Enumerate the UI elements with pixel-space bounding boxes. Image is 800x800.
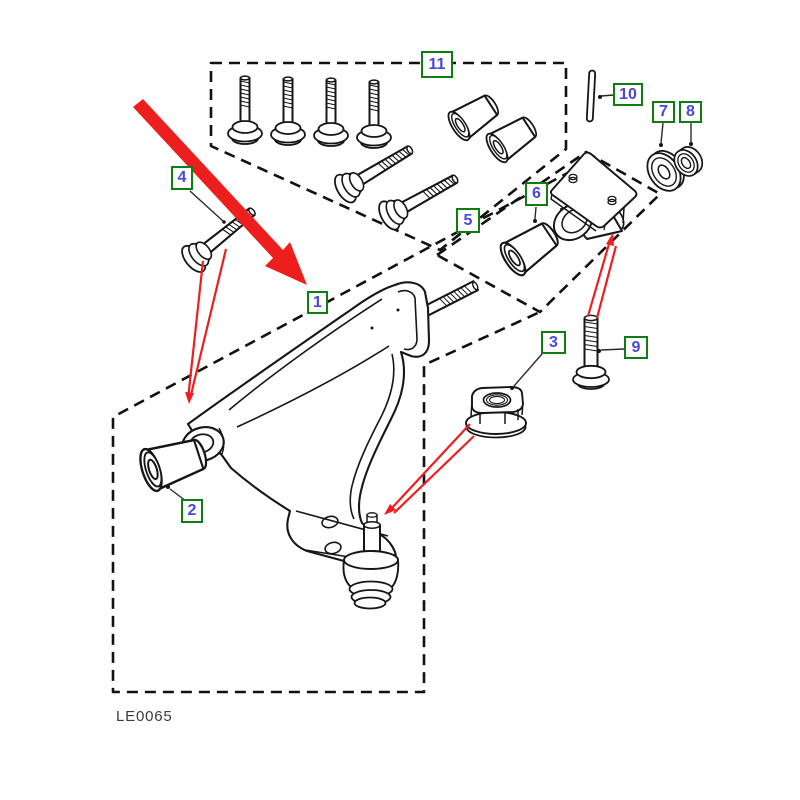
kit-bolt-2 bbox=[270, 76, 306, 146]
callout-4: 4 bbox=[171, 166, 193, 190]
arrowhead-item3 bbox=[384, 504, 396, 515]
callout-3: 3 bbox=[541, 331, 566, 354]
red-highlights bbox=[133, 99, 618, 515]
arrowhead-item9 bbox=[606, 233, 614, 246]
callout-7: 7 bbox=[652, 101, 675, 123]
bolt-item-4 bbox=[176, 197, 265, 277]
callout-8: 8 bbox=[679, 101, 702, 123]
control-arm-item-1 bbox=[181, 280, 479, 610]
dashed-kit-outlines bbox=[111, 61, 662, 694]
hardware-kit-box-11 bbox=[209, 61, 568, 252]
parts-line-art bbox=[134, 69, 709, 610]
drawing-code: LE0065 bbox=[116, 708, 173, 725]
kit-bolt-4 bbox=[356, 79, 392, 149]
bush-bracket-kit-box-5 bbox=[435, 150, 662, 314]
callout-6: 6 bbox=[525, 182, 548, 206]
callout-9: 9 bbox=[624, 336, 648, 359]
arrowhead-item4 bbox=[185, 392, 194, 404]
callout-11: 11 bbox=[421, 51, 453, 78]
big-direction-arrow bbox=[133, 99, 307, 285]
callout-10: 10 bbox=[613, 83, 643, 106]
callout-2: 2 bbox=[181, 499, 203, 523]
mounting-bracket bbox=[549, 151, 638, 242]
kit-bolt-1 bbox=[227, 75, 263, 145]
callout-5: 5 bbox=[456, 208, 480, 233]
kit-bolt-3 bbox=[313, 77, 349, 147]
pointer-lines-item3 bbox=[389, 423, 475, 514]
pin-item-10 bbox=[585, 69, 597, 123]
flange-nut-item-3 bbox=[465, 386, 527, 439]
kit-flange-bolt-2 bbox=[373, 163, 466, 234]
callout-leader-lines bbox=[166, 94, 693, 502]
pointer-lines-item9 bbox=[586, 243, 618, 319]
callout-1: 1 bbox=[307, 291, 328, 314]
pointer-lines-item4 bbox=[186, 248, 228, 400]
bolt-item-9 bbox=[572, 314, 610, 390]
